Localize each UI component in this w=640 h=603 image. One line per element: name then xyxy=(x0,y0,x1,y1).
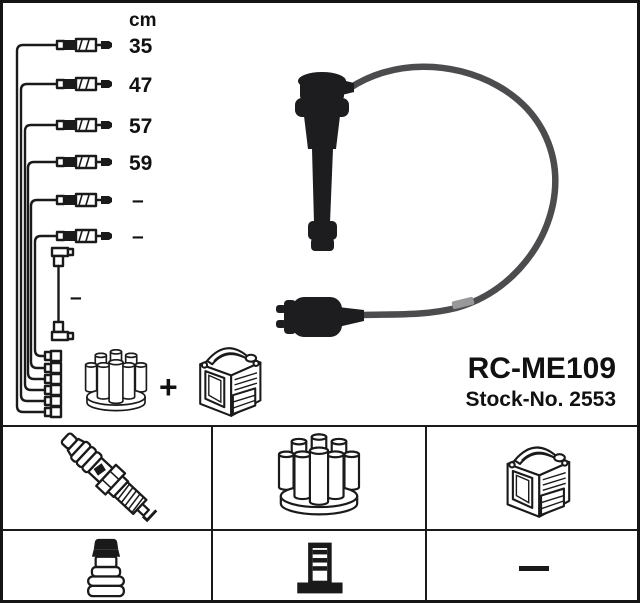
cable-row-4: 59 xyxy=(55,152,152,175)
unit-header-label: cm xyxy=(129,10,156,31)
cable-row-3: 57 xyxy=(55,115,152,138)
stock-number: Stock-No. 2553 xyxy=(465,388,616,411)
coil-lead-length-label: – xyxy=(70,286,82,309)
part-number: RC-ME109 xyxy=(467,352,616,385)
cell-no-component xyxy=(427,531,640,603)
spark-plug-boot xyxy=(295,72,354,251)
cable-row-5: – xyxy=(55,189,144,212)
distributor-cap-icon xyxy=(84,348,148,412)
cell-spark-plug xyxy=(0,427,213,531)
cable-length-label: – xyxy=(132,225,144,248)
distributor-cap-icon xyxy=(269,432,369,524)
cable-row-2: 47 xyxy=(55,74,152,97)
cable-length-label: 47 xyxy=(129,74,152,97)
cell-distributor-cap xyxy=(213,427,427,531)
cable-length-schematic: cm 35 47 57 59 xyxy=(15,10,262,419)
spark-plug-icon xyxy=(31,428,181,528)
distributor-connector-stack xyxy=(43,349,63,419)
cable-stroke xyxy=(346,63,559,319)
ignition-lead-photo xyxy=(276,63,559,337)
ignition-coil-icon xyxy=(199,347,262,417)
cell-plug-terminal-nut xyxy=(0,531,213,603)
coil-lead: – xyxy=(50,246,82,342)
dash-icon xyxy=(518,565,549,571)
cable-length-label: 35 xyxy=(129,35,153,58)
cable-length-label: 57 xyxy=(129,115,152,138)
cable-print-patch xyxy=(451,296,475,310)
ignition-coil-icon xyxy=(490,433,578,523)
plus-sign: + xyxy=(159,369,178,405)
cable-row-6: – xyxy=(55,225,144,248)
plug-terminal-nut-icon xyxy=(82,537,130,599)
cell-distributor-terminal xyxy=(213,531,427,603)
distributor-terminal-icon xyxy=(290,540,348,596)
cell-ignition-coil xyxy=(427,427,640,531)
cable-length-label: – xyxy=(132,189,144,212)
cable-length-label: 59 xyxy=(129,152,152,175)
cable-row-1: 35 xyxy=(55,35,153,58)
components-grid xyxy=(0,425,640,603)
distributor-boot xyxy=(276,297,364,337)
product-identification: RC-ME109 Stock-No. 2553 xyxy=(465,352,616,411)
